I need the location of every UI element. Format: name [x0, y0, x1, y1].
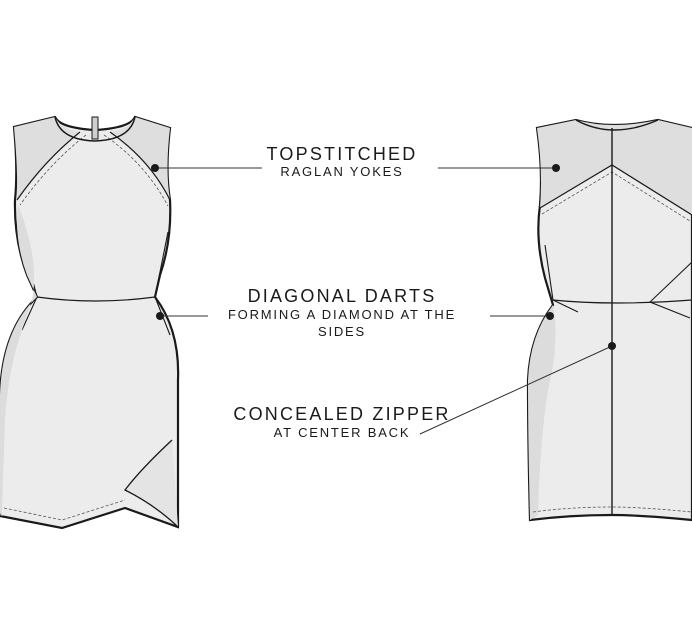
front-neckline: [54, 116, 136, 142]
back-yoke: [537, 120, 692, 215]
zipper-title: CONCEALED ZIPPER: [233, 404, 450, 424]
zipper-subtitle: AT CENTER BACK: [274, 425, 411, 440]
darts-dot-front: [156, 312, 164, 320]
back-waist-seam: [552, 299, 692, 304]
darts-dot-back: [546, 312, 554, 320]
yokes-title: TOPSTITCHED: [267, 144, 418, 164]
front-dress: [0, 115, 180, 530]
darts-subtitle-line1: FORMING A DIAMOND AT THE: [228, 307, 456, 322]
front-neck-zip-tab: [91, 116, 99, 140]
back-side-shading: [528, 305, 556, 520]
front-wrap-overlay: [124, 439, 179, 528]
back-neckline: [575, 119, 659, 131]
callout-leaders: [155, 167, 613, 435]
zipper-leader: [419, 345, 613, 435]
yokes-dot-back: [552, 164, 560, 172]
darts-subtitle-line2: SIDES: [318, 324, 366, 339]
front-left-raglan-yoke: [14, 117, 80, 200]
zipper-dot: [608, 342, 616, 350]
front-dress-body: [0, 115, 180, 530]
back-dress: [526, 118, 692, 522]
front-raglan-topstitch: [19, 134, 169, 207]
yokes-dot-front: [151, 164, 159, 172]
callout-dots: [151, 164, 616, 350]
back-hem-topstitch: [532, 506, 692, 513]
darts-title: DIAGONAL DARTS: [248, 286, 437, 306]
front-side-shading: [0, 205, 37, 516]
front-right-raglan-yoke: [110, 117, 170, 200]
front-waist-seam: [36, 296, 156, 302]
back-diamond-darts: [544, 244, 692, 319]
yokes-subtitle: RAGLAN YOKES: [280, 164, 403, 179]
